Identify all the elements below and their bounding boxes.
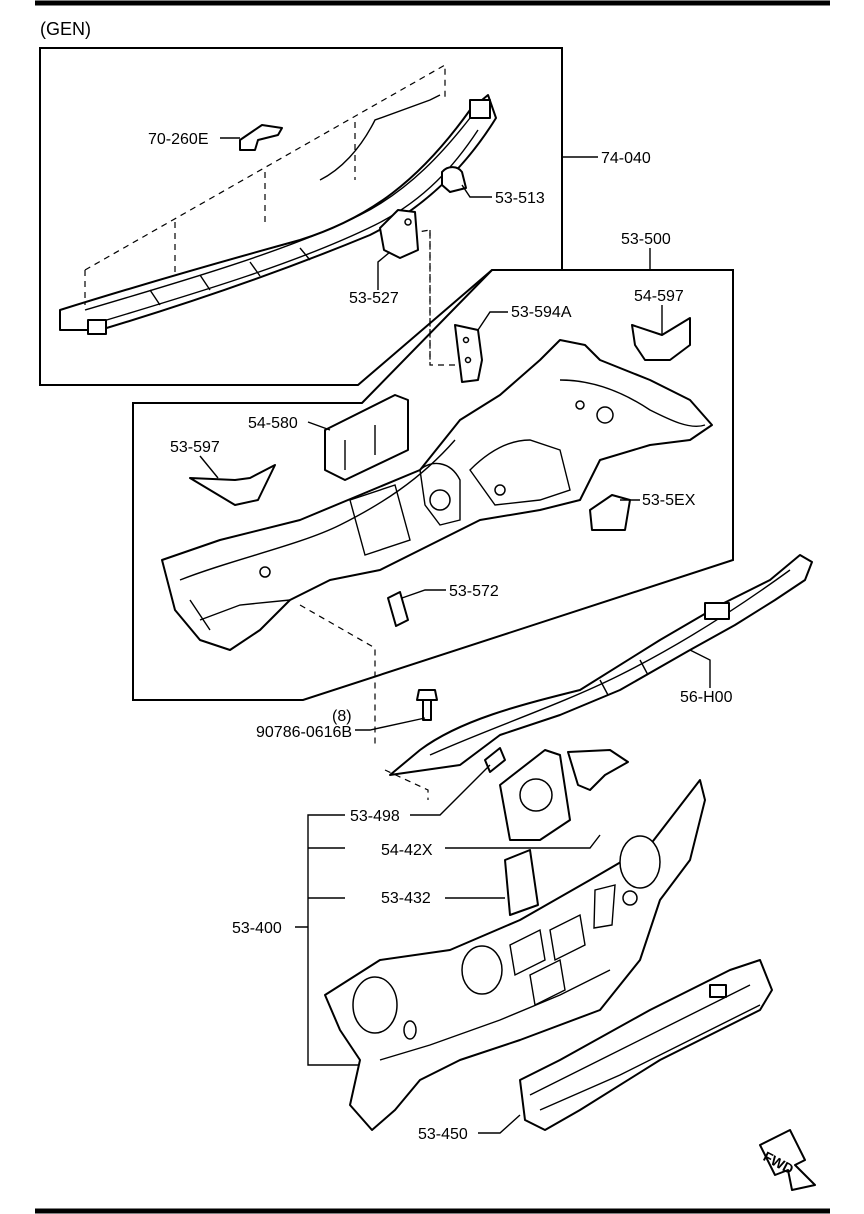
crossmember-label: 53-450: [418, 1126, 468, 1143]
cowl-bracket-part[interactable]: [239, 124, 283, 151]
dash-lower-label: 53-400: [232, 920, 282, 937]
bracket-54580-label: 54-580: [248, 415, 298, 432]
cowl-bracket-label: 70-260E: [148, 131, 209, 148]
bracket-594a-part[interactable]: [454, 324, 483, 383]
cowl-mount-leader: [377, 251, 391, 290]
cowl-mount-label: 53-527: [349, 290, 399, 307]
dash-alignment-lines: [299, 230, 460, 800]
cowl-mount-part[interactable]: [379, 209, 419, 259]
dash-group-frame: [132, 269, 734, 701]
bracket-54580-part[interactable]: [324, 394, 409, 481]
gusset-498-label: 53-498: [350, 808, 400, 825]
fwd-arrow-icon: [759, 1129, 816, 1191]
clip-leader: [461, 184, 492, 198]
bracket-53597-part[interactable]: [189, 464, 276, 506]
variant-label: (GEN): [40, 19, 91, 39]
bracket-54580-leader: [307, 421, 331, 431]
cowl-alignment-lines: [84, 63, 446, 365]
bracket-53ex-label: 53-5EX: [642, 492, 696, 509]
bolt-leader: [355, 717, 426, 731]
bracket-54597-label: 54-597: [634, 288, 684, 305]
bolt-qty-label: (8): [332, 708, 352, 725]
dash-lower-panel[interactable]: [324, 779, 706, 1131]
cowl-panel-label: 74-040: [601, 150, 651, 167]
bracket-54597-part[interactable]: [631, 317, 691, 361]
panel-54x-part[interactable]: [499, 749, 629, 841]
bracket-53597-leader: [199, 455, 219, 479]
bracket-594a-leader: [477, 311, 508, 331]
member-56h00-leader: [689, 649, 711, 688]
clip-part[interactable]: [441, 166, 467, 193]
panel-54x-leader: [445, 834, 601, 849]
panel-432-part[interactable]: [504, 849, 539, 916]
bracket-53572-part[interactable]: [387, 591, 409, 627]
bolt-part[interactable]: [416, 689, 438, 721]
bracket-53572-leader: [401, 589, 446, 599]
cowl-panel[interactable]: [59, 94, 497, 335]
bracket-53ex-part[interactable]: [589, 494, 631, 531]
bracket-594a-label: 53-594A: [511, 304, 572, 321]
dash-lower-bracket: [295, 814, 370, 1066]
crossmember-leader: [478, 1114, 521, 1134]
gusset-498-part[interactable]: [484, 747, 506, 773]
bracket-53597-label: 53-597: [170, 439, 220, 456]
dash-assembly-label: 53-500: [621, 231, 671, 248]
dash-upper-panel[interactable]: [161, 339, 713, 651]
member-56h00-label: 56-H00: [680, 689, 733, 706]
panel-432-label: 53-432: [381, 890, 431, 907]
panel-54x-label: 54-42X: [381, 842, 433, 859]
crossmember-part[interactable]: [519, 959, 773, 1131]
clip-label: 53-513: [495, 190, 545, 207]
gusset-498-leader: [410, 764, 491, 816]
member-56h00-part[interactable]: [389, 554, 813, 776]
bracket-53572-label: 53-572: [449, 583, 499, 600]
bolt-label: 90786-0616B: [256, 724, 352, 741]
